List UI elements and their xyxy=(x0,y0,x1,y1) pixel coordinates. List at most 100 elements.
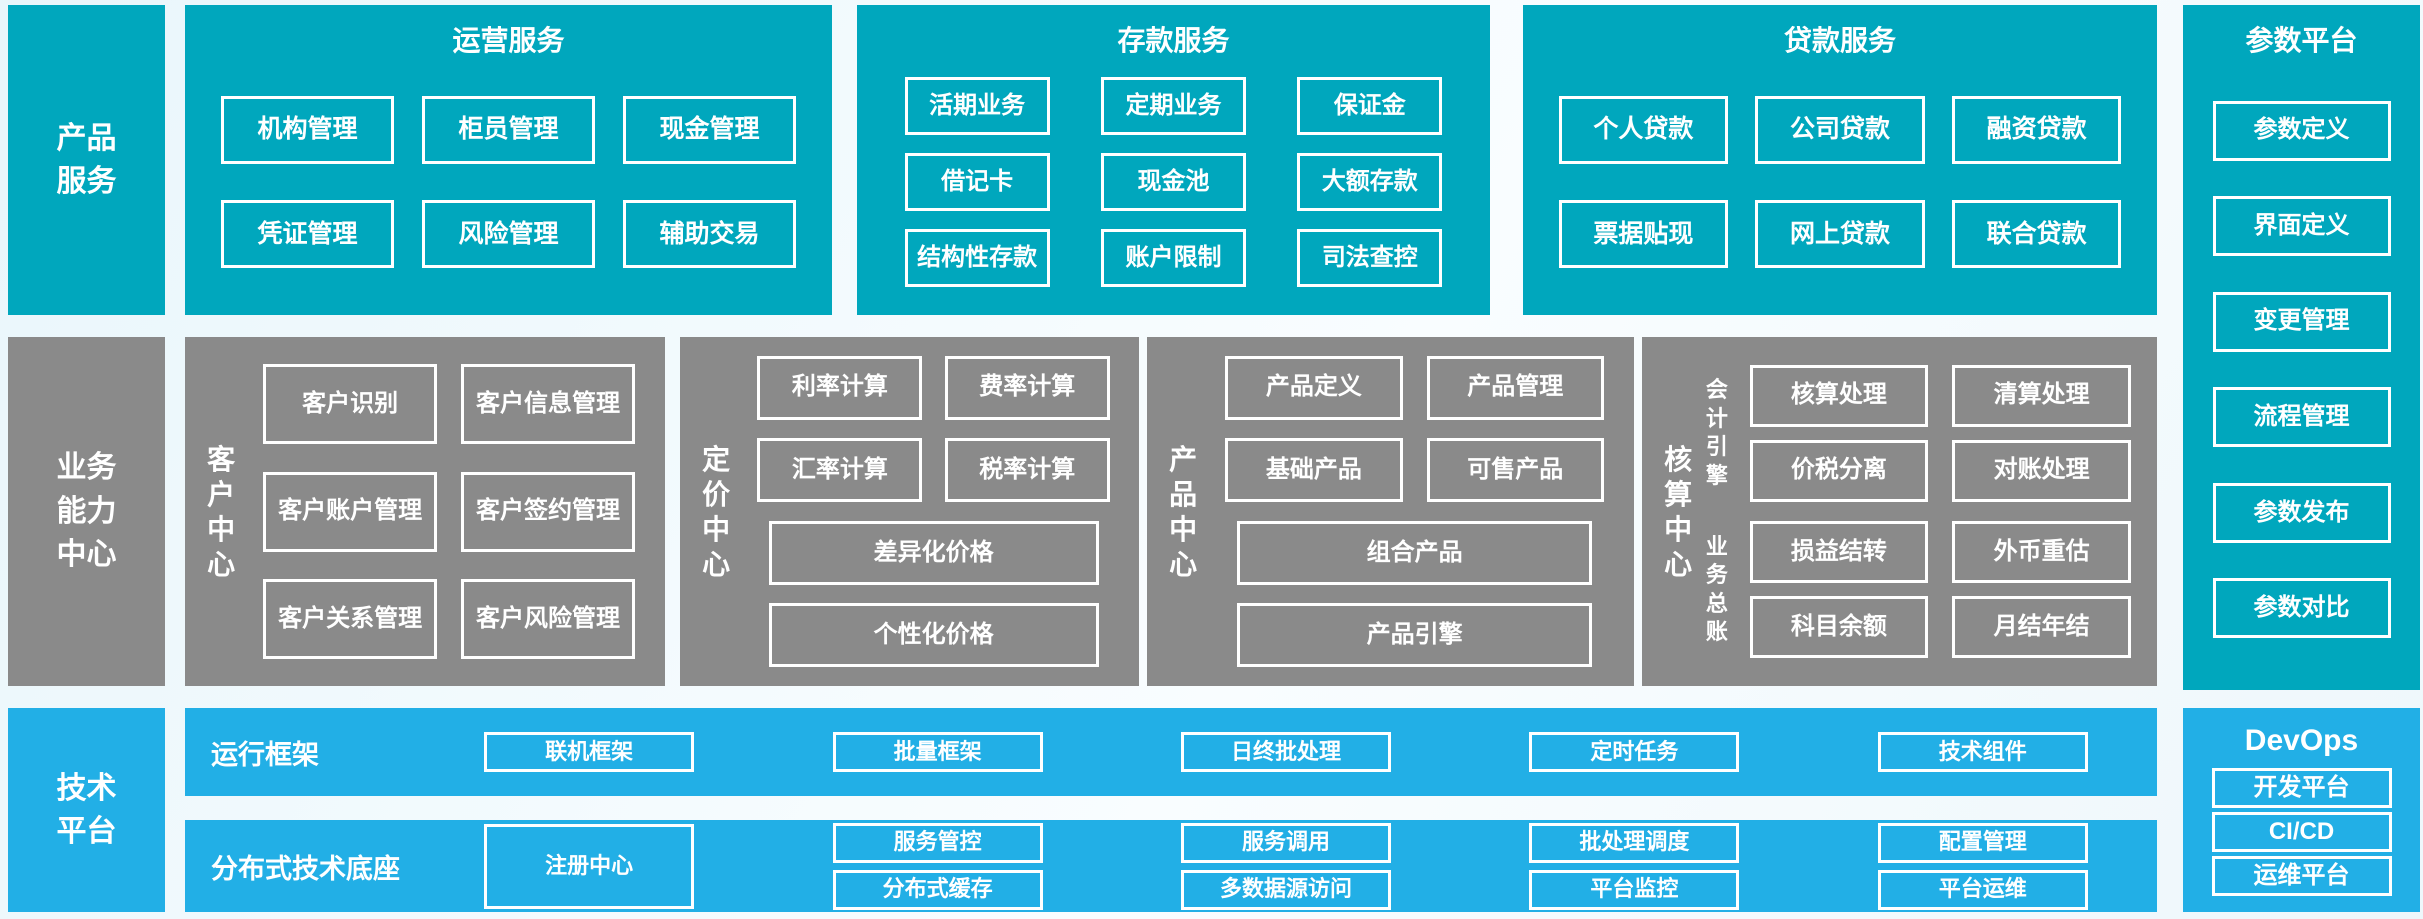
module-box: 组合产品 xyxy=(1237,520,1592,585)
module-box: 外币重估 xyxy=(1952,521,2131,584)
module-box: 参数发布 xyxy=(2212,482,2391,543)
module-box: 分布式缓存 xyxy=(832,869,1043,910)
accounting-engine-group: 会计引擎 核算处理 清算处理 价税分离 对账处理 xyxy=(1700,364,2147,502)
panel-customer-center: 客户中心 客户识别 客户信息管理 客户账户管理 客户签约管理 客户关系管理 客户… xyxy=(185,337,665,686)
row-label-product-services: 产品服务 xyxy=(8,5,165,315)
panel-title: 运营服务 xyxy=(452,25,565,56)
module-box: 联合贷款 xyxy=(1952,200,2122,269)
module-box: 利率计算 xyxy=(757,355,923,420)
module-box: 活期业务 xyxy=(904,77,1050,135)
module-box: 辅助交易 xyxy=(623,200,796,269)
business-ledger-grid: 损益结转 外币重估 科目余额 月结年结 xyxy=(1733,521,2147,659)
accounting-engine-grid: 核算处理 清算处理 价税分离 对账处理 xyxy=(1733,364,2147,502)
module-box: 开发平台 xyxy=(2211,768,2392,808)
row-label-text: 业务能力中心 xyxy=(56,451,117,572)
group-vertical-title: 业务总账 xyxy=(1705,533,1728,645)
module-box: 票据贴现 xyxy=(1558,200,1728,269)
row-label-text: 产品服务 xyxy=(56,121,117,199)
module-box: 现金管理 xyxy=(623,95,796,164)
panel-devops: DevOps 开发平台 CI/CD 运维平台 xyxy=(2183,708,2420,912)
module-box: 界面定义 xyxy=(2212,196,2391,257)
module-box: 日终批处理 xyxy=(1180,732,1391,772)
module-box: 大额存款 xyxy=(1297,153,1443,211)
module-box: 产品管理 xyxy=(1426,355,1604,420)
panel-distributed-tech-base: 分布式技术底座 注册中心 服务管控 服务调用 批处理调度 配置管理 分布式缓存 … xyxy=(185,820,2157,912)
module-box: 借记卡 xyxy=(904,153,1050,211)
module-box: 产品定义 xyxy=(1225,355,1403,420)
module-box: 现金池 xyxy=(1100,153,1247,211)
module-box: 客户关系管理 xyxy=(263,578,438,659)
panel-pricing-center: 定价中心 利率计算 费率计算 汇率计算 税率计算 差异化价格 个性化价格 xyxy=(680,337,1139,686)
panel-runtime-framework: 运行框架 联机框架 批量框架 日终批处理 定时任务 技术组件 xyxy=(185,708,2157,796)
module-box: 汇率计算 xyxy=(757,438,923,503)
module-box: 费率计算 xyxy=(944,355,1110,420)
row-label-text: 技术平台 xyxy=(56,771,117,849)
module-box: 融资贷款 xyxy=(1952,95,2122,164)
module-box: 多数据源访问 xyxy=(1180,869,1391,910)
module-box: 基础产品 xyxy=(1225,438,1403,503)
panel-vertical-title: 核算中心 xyxy=(1664,443,1693,580)
module-box: 柜员管理 xyxy=(422,95,595,164)
parameter-platform-stack: 参数定义 界面定义 变更管理 流程管理 参数发布 参数对比 xyxy=(2183,59,2420,690)
module-box: 平台监控 xyxy=(1529,869,1740,910)
module-box: 损益结转 xyxy=(1749,521,1929,584)
business-ledger-group: 业务总账 损益结转 外币重估 科目余额 月结年结 xyxy=(1700,521,2147,659)
panel-parameter-platform: 参数平台 参数定义 界面定义 变更管理 流程管理 参数发布 参数对比 xyxy=(2183,5,2420,690)
module-box: 机构管理 xyxy=(221,95,394,164)
pricing-grid: 利率计算 费率计算 汇率计算 税率计算 差异化价格 个性化价格 xyxy=(738,337,1129,686)
panel-title: 存款服务 xyxy=(1117,25,1230,56)
module-box: 保证金 xyxy=(1297,77,1443,135)
loans-grid: 个人贷款 公司贷款 融资贷款 票据贴现 网上贷款 联合贷款 xyxy=(1523,59,2157,315)
module-box: 参数对比 xyxy=(2212,578,2391,639)
deposits-grid: 活期业务 定期业务 保证金 借记卡 现金池 大额存款 结构性存款 账户限制 司法… xyxy=(857,59,1490,315)
panel-title: 运行框架 xyxy=(211,739,319,770)
module-box: 产品引擎 xyxy=(1237,603,1592,668)
panel-title: 分布式技术底座 xyxy=(211,853,400,884)
module-box: 可售产品 xyxy=(1426,438,1604,503)
panel-operations-services: 运营服务 机构管理 柜员管理 现金管理 凭证管理 风险管理 辅助交易 xyxy=(185,5,832,315)
module-box: 网上贷款 xyxy=(1755,200,1925,269)
module-box: 价税分离 xyxy=(1749,439,1929,502)
panel-product-center: 产品中心 产品定义 产品管理 基础产品 可售产品 组合产品 产品引擎 xyxy=(1147,337,1634,686)
module-box: 风险管理 xyxy=(422,200,595,269)
module-box: 参数定义 xyxy=(2212,100,2391,161)
panel-title: DevOps xyxy=(2244,724,2359,757)
module-box: CI/CD xyxy=(2211,812,2392,852)
module-box: 客户识别 xyxy=(263,364,438,445)
group-vertical-title: 会计引擎 xyxy=(1705,376,1728,488)
accounting-groups: 会计引擎 核算处理 清算处理 价税分离 对账处理 业务总账 损益结转 外币重估 … xyxy=(1700,337,2147,686)
panel-vertical-title: 产品中心 xyxy=(1169,443,1198,580)
module-box: 批处理调度 xyxy=(1529,822,1740,863)
module-box: 税率计算 xyxy=(944,438,1110,503)
panel-deposit-services: 存款服务 活期业务 定期业务 保证金 借记卡 现金池 大额存款 结构性存款 账户… xyxy=(857,5,1490,315)
product-grid: 产品定义 产品管理 基础产品 可售产品 组合产品 产品引擎 xyxy=(1205,337,1624,686)
module-box: 差异化价格 xyxy=(768,520,1099,585)
module-box: 客户账户管理 xyxy=(263,471,438,552)
module-box: 定时任务 xyxy=(1529,732,1740,772)
module-box: 批量框架 xyxy=(832,732,1043,772)
customer-grid: 客户识别 客户信息管理 客户账户管理 客户签约管理 客户关系管理 客户风险管理 xyxy=(243,337,655,686)
module-box: 服务管控 xyxy=(832,822,1043,863)
panel-vertical-title: 客户中心 xyxy=(207,443,236,580)
distributed-grid: 注册中心 服务管控 服务调用 批处理调度 配置管理 分布式缓存 多数据源访问 平… xyxy=(415,822,2157,910)
row-label-technology-platform: 技术平台 xyxy=(8,708,165,912)
module-box: 个人贷款 xyxy=(1558,95,1728,164)
module-box: 公司贷款 xyxy=(1755,95,1925,164)
panel-accounting-center: 核算中心 会计引擎 核算处理 清算处理 价税分离 对账处理 业务总账 损益结转 … xyxy=(1642,337,2157,686)
module-box: 定期业务 xyxy=(1100,77,1247,135)
operations-grid: 机构管理 柜员管理 现金管理 凭证管理 风险管理 辅助交易 xyxy=(185,59,832,315)
runtime-grid: 联机框架 批量框架 日终批处理 定时任务 技术组件 xyxy=(415,732,2157,772)
module-box: 清算处理 xyxy=(1952,364,2131,427)
module-box: 客户信息管理 xyxy=(460,364,636,445)
panel-title: 参数平台 xyxy=(2245,25,2358,56)
panel-loan-services: 贷款服务 个人贷款 公司贷款 融资贷款 票据贴现 网上贷款 联合贷款 xyxy=(1523,5,2157,315)
module-box: 注册中心 xyxy=(484,823,695,909)
module-box: 服务调用 xyxy=(1180,822,1391,863)
module-box: 联机框架 xyxy=(484,732,695,772)
module-box: 科目余额 xyxy=(1749,596,1929,659)
module-box: 运维平台 xyxy=(2211,856,2392,896)
module-box: 月结年结 xyxy=(1952,596,2131,659)
module-box: 技术组件 xyxy=(1877,732,2088,772)
module-box: 变更管理 xyxy=(2212,291,2391,352)
